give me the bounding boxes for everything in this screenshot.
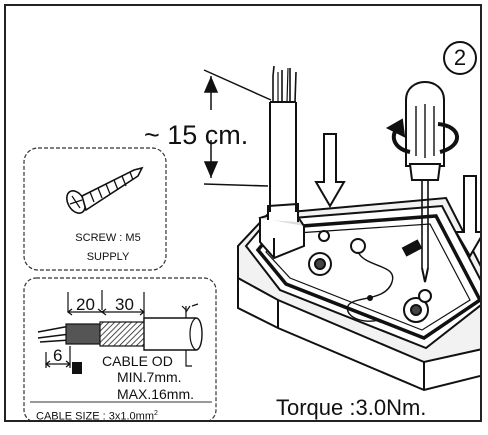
screw-supply-label: SUPPLY <box>86 251 130 263</box>
diagram-frame: 2 ~ 15 cm. SCREW : M5 SUPPLY 20 30 6 CAB… <box>4 4 482 422</box>
tip-length-label: 6 <box>53 346 63 365</box>
diagram-art <box>23 65 480 420</box>
length-dimension <box>203 69 272 187</box>
screw-spec-label: SCREW : M5 <box>75 232 141 244</box>
cable-od-min: MIN.7mm. <box>117 369 182 385</box>
cable-od-max: MAX.16mm. <box>117 386 195 402</box>
screw-icon <box>66 166 144 214</box>
cable-length-label: ~ 15 cm. <box>144 120 249 150</box>
sheath-length-label: 30 <box>115 295 134 314</box>
down-arrow-icon <box>314 133 480 258</box>
torque-label: Torque :3.0Nm. <box>276 395 427 420</box>
cable-icon <box>269 65 297 212</box>
strip-length-label: 20 <box>76 295 95 314</box>
cable-box <box>23 277 217 420</box>
cable-gland <box>258 202 306 260</box>
screwdriver-icon <box>405 81 445 303</box>
rotation-arrow-icon <box>385 118 459 154</box>
cable-od-title: CABLE OD <box>102 353 173 369</box>
step-number-badge: 2 <box>443 41 477 75</box>
cable-size-label: CABLE SIZE : 3x1.0mm2 <box>36 410 158 422</box>
screw-box <box>23 147 167 271</box>
